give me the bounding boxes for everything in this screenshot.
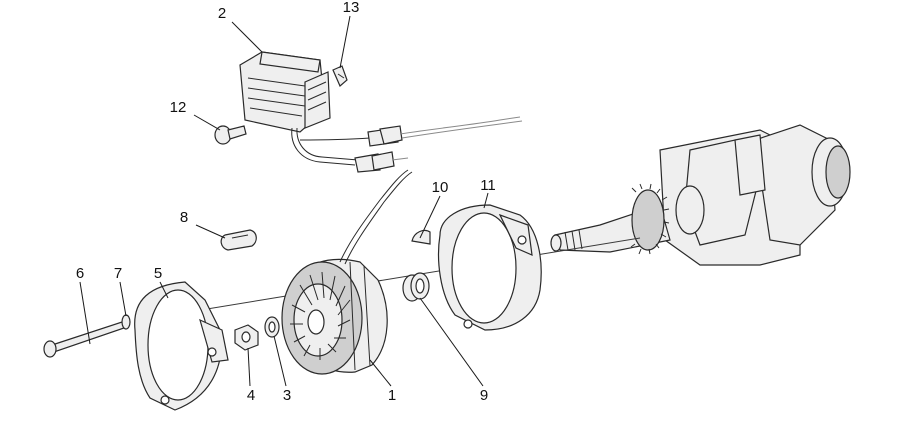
callout-4: 4 xyxy=(247,387,255,404)
assembly-axis-line xyxy=(139,237,641,321)
callout-8: 8 xyxy=(180,209,188,226)
callout-labels: 2 13 12 8 10 11 6 7 5 4 3 1 9 xyxy=(76,0,496,404)
voltage-regulator xyxy=(239,51,331,133)
rear-cover xyxy=(437,204,542,331)
callout-13: 13 xyxy=(343,0,360,16)
crankshaft xyxy=(550,124,851,266)
connector-block-lower xyxy=(354,151,395,173)
connector-block-upper xyxy=(367,125,403,147)
stator-wire xyxy=(339,169,409,263)
cable-clip xyxy=(332,65,348,87)
callout-9: 9 xyxy=(480,387,488,404)
regulator-screw xyxy=(214,125,247,145)
rubber-grommet xyxy=(220,229,257,251)
callout-12: 12 xyxy=(170,99,187,116)
callout-3: 3 xyxy=(283,387,291,404)
callout-1: 1 xyxy=(388,387,396,404)
spacer-bushing xyxy=(402,272,430,302)
callout-5: 5 xyxy=(154,265,162,282)
woodruff-key xyxy=(411,229,431,245)
hex-nut xyxy=(234,324,259,351)
front-cover xyxy=(134,281,229,411)
bolt-washer xyxy=(121,314,131,330)
callout-11: 11 xyxy=(480,177,496,194)
callout-7: 7 xyxy=(114,265,122,282)
regulator-harness xyxy=(291,127,356,166)
callout-10: 10 xyxy=(432,179,449,196)
rotor-washer xyxy=(264,316,280,338)
callout-6: 6 xyxy=(76,265,84,282)
output-cable xyxy=(399,116,521,135)
alternator-stator xyxy=(281,258,388,375)
long-bolt xyxy=(43,321,125,358)
leader-lines xyxy=(79,15,489,387)
callout-2: 2 xyxy=(218,5,226,22)
